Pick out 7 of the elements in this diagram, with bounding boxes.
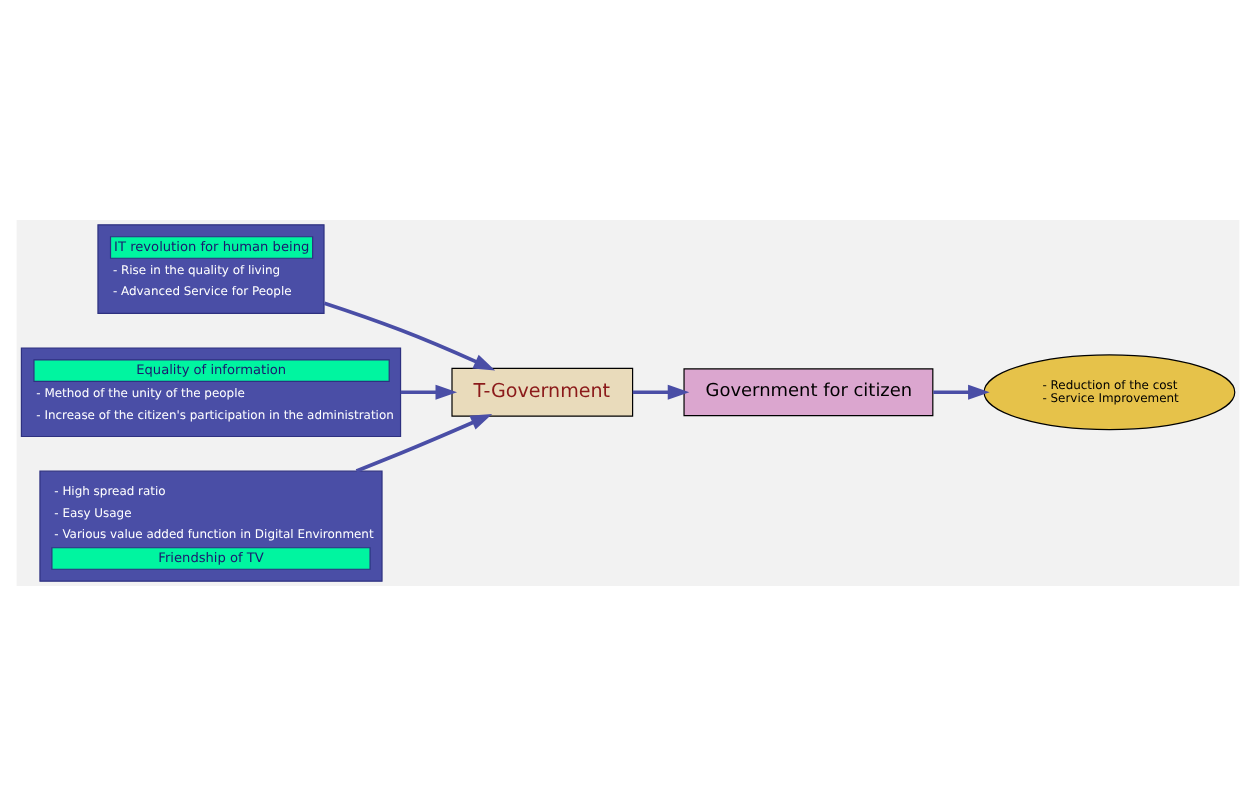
arrow [400, 384, 458, 400]
arrow [632, 384, 690, 400]
arrow [933, 384, 990, 400]
arrow [355, 414, 493, 473]
node-box: T-Government [451, 367, 634, 417]
node-box: Government for citizen [683, 368, 934, 417]
arrow [323, 301, 496, 371]
